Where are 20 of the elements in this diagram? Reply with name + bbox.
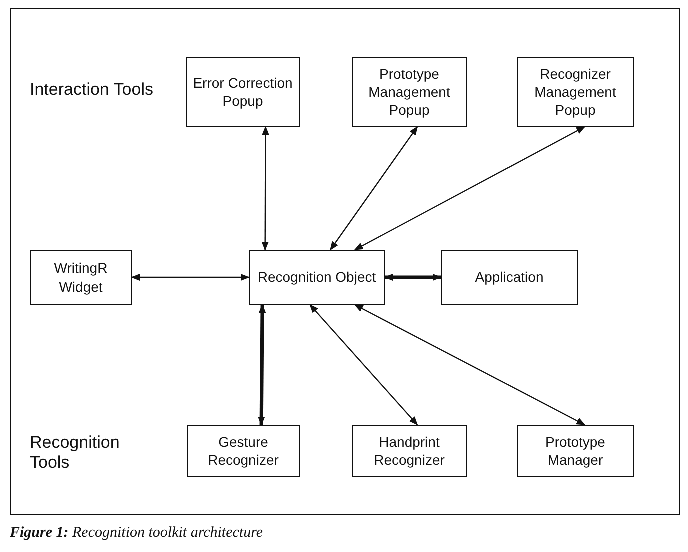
double-arrow [310, 304, 418, 426]
component-box: Prototype Manager [517, 425, 634, 477]
group-label: Recognition Tools [30, 433, 121, 474]
component-box: Error Correction Popup [186, 57, 300, 127]
double-arrow [262, 126, 270, 251]
double-arrow [330, 126, 418, 251]
double-arrow [354, 126, 586, 251]
component-box: Handprint Recognizer [352, 425, 467, 477]
figure-caption: Figure 1: Recognition toolkit architecture [10, 525, 264, 542]
double-arrow [258, 304, 266, 426]
component-box: WritingR Widget [30, 250, 132, 305]
component-box: Recognizer Management Popup [517, 57, 634, 127]
group-label: Interaction Tools [30, 80, 154, 100]
component-box: Recognition Object [249, 250, 385, 305]
component-box: Application [441, 250, 578, 305]
double-arrow [131, 274, 250, 282]
double-arrow [384, 274, 442, 282]
component-box: Prototype Management Popup [352, 57, 467, 127]
double-arrow [354, 304, 586, 426]
component-box: Gesture Recognizer [187, 425, 300, 477]
